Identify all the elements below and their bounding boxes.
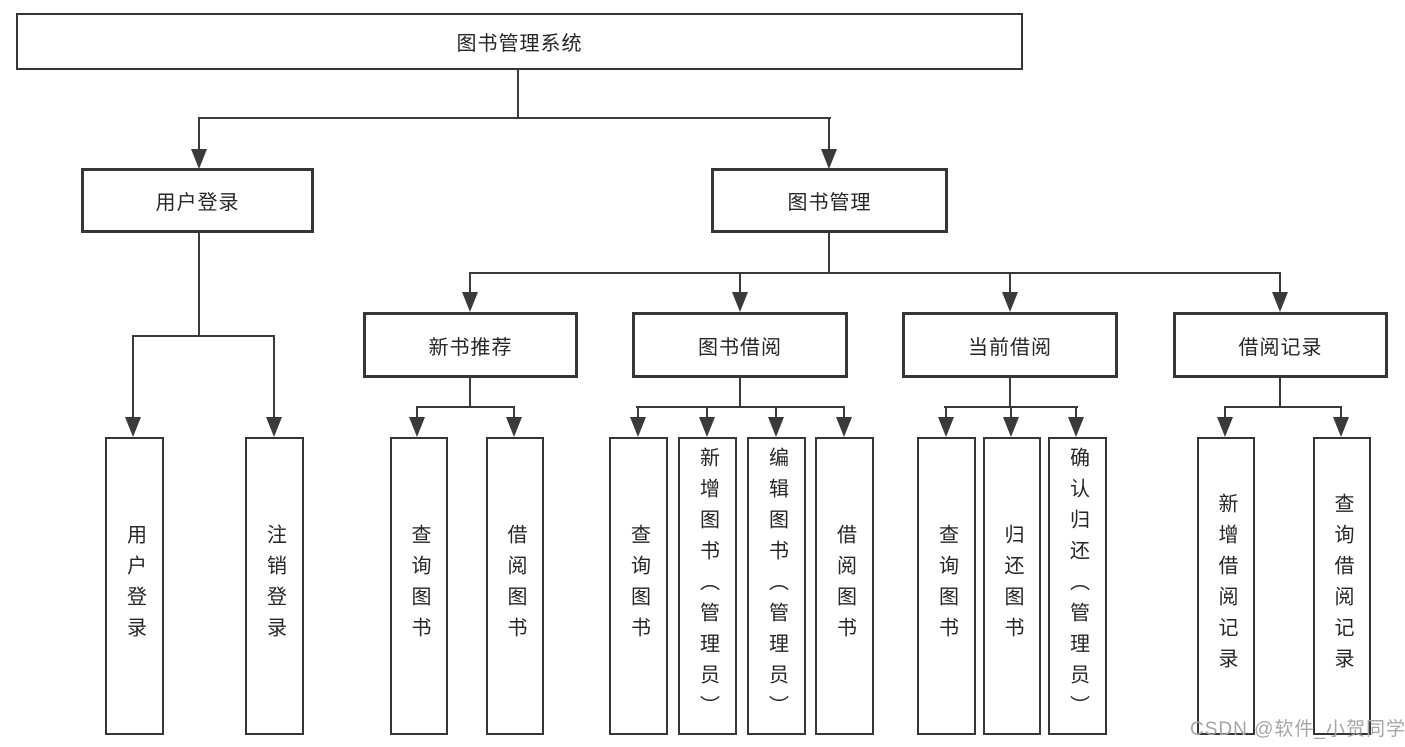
- connector-nbr-split: [416, 406, 515, 408]
- arrow-down-icon: [1003, 417, 1019, 437]
- leaf-logout: 注销登录: [245, 437, 304, 735]
- leaf-bb-edit-books-admin-label: 编辑图书（管理员）: [765, 446, 788, 726]
- arrow-down-icon: [506, 417, 522, 437]
- connector-stem-cb-confirm: [1075, 406, 1077, 419]
- arrow-down-icon: [630, 417, 646, 437]
- leaf-nbr-query-books-label: 查询图书: [408, 524, 430, 648]
- leaf-bb-borrow-books: 借阅图书: [815, 437, 874, 735]
- node-current-borrow-label: 当前借阅: [968, 336, 1052, 359]
- node-book-borrow-label: 图书借阅: [698, 336, 782, 359]
- connector-stem-br-query: [1340, 406, 1342, 419]
- connector-stem-bb-edit: [775, 406, 777, 419]
- arrow-down-icon: [191, 149, 207, 169]
- connector-stem-br-add: [1224, 406, 1226, 419]
- connector-book-mgmt-down: [828, 233, 830, 274]
- node-new-book-rec-label: 新书推荐: [428, 336, 513, 359]
- node-book-borrow: 图书借阅: [632, 312, 848, 378]
- leaf-nbr-query-books: 查询图书: [390, 437, 448, 735]
- arrow-down-icon: [821, 149, 837, 169]
- leaf-nbr-borrow-books: 借阅图书: [486, 437, 544, 735]
- connector-root-down: [517, 69, 519, 119]
- arrow-down-icon: [732, 292, 748, 312]
- leaf-bb-query-books: 查询图书: [609, 437, 668, 735]
- leaf-br-add-record-label: 新增借阅记录: [1215, 493, 1237, 679]
- leaf-br-query-record-label: 查询借阅记录: [1331, 493, 1353, 679]
- arrow-down-icon: [266, 417, 282, 437]
- connector-stem-nbr-query: [416, 406, 418, 419]
- connector-stem-cb-query: [945, 406, 947, 419]
- connector-stem-leaf-user-login: [132, 335, 134, 418]
- leaf-logout-label: 注销登录: [263, 524, 286, 648]
- connector-stem-leaf-logout: [273, 335, 275, 418]
- leaf-br-add-record: 新增借阅记录: [1197, 437, 1255, 735]
- node-user-login-label: 用户登录: [155, 192, 240, 214]
- connector-stem-book-borrow: [739, 272, 741, 293]
- node-user-login: 用户登录: [81, 168, 314, 233]
- node-borrow-records-label: 借阅记录: [1238, 336, 1323, 359]
- arrow-down-icon: [462, 292, 478, 312]
- node-current-borrow: 当前借阅: [902, 312, 1118, 378]
- leaf-bb-edit-books-admin: 编辑图书（管理员）: [747, 437, 806, 735]
- connector-cb-down: [1009, 377, 1011, 408]
- arrow-down-icon: [1217, 417, 1233, 437]
- node-root-label: 图书管理系统: [456, 33, 583, 55]
- leaf-br-query-record: 查询借阅记录: [1313, 437, 1371, 735]
- node-new-book-rec: 新书推荐: [363, 312, 578, 378]
- arrow-down-icon: [1272, 292, 1288, 312]
- csdn-watermark: CSDN @软件_小贺同学: [1190, 719, 1405, 740]
- leaf-cb-return-books-label: 归还图书: [1001, 524, 1023, 648]
- connector-stem-bb-add: [706, 406, 708, 419]
- leaf-bb-add-books-admin: 新增图书（管理员）: [678, 437, 737, 735]
- arrow-down-icon: [409, 417, 425, 437]
- arrow-down-icon: [1333, 417, 1349, 437]
- leaf-bb-query-books-label: 查询图书: [627, 524, 650, 648]
- node-borrow-records: 借阅记录: [1173, 312, 1388, 378]
- connector-stem-borrow-records: [1279, 272, 1281, 293]
- arrow-down-icon: [938, 417, 954, 437]
- arrow-down-icon: [836, 417, 852, 437]
- connector-stem-user-login: [198, 117, 200, 150]
- connector-stem-current-borrow: [1009, 272, 1011, 293]
- leaf-nbr-borrow-books-label: 借阅图书: [504, 524, 526, 648]
- connector-user-login-split: [132, 335, 275, 337]
- connector-stem-new-book-rec: [469, 272, 471, 293]
- leaf-bb-borrow-books-label: 借阅图书: [833, 524, 856, 648]
- leaf-cb-query-books-label: 查询图书: [935, 524, 958, 648]
- connector-nbr-down: [469, 377, 471, 408]
- connector-stem-bb-query: [637, 406, 639, 419]
- connector-stem-cb-return: [1010, 406, 1012, 419]
- connector-user-login-down: [198, 233, 200, 337]
- arrow-down-icon: [699, 417, 715, 437]
- arrow-down-icon: [1068, 417, 1084, 437]
- connector-stem-bb-borrow: [843, 406, 845, 419]
- connector-br-down: [1279, 377, 1281, 408]
- arrow-down-icon: [1002, 292, 1018, 312]
- leaf-cb-confirm-return-admin-label: 确认归还（管理员）: [1066, 446, 1089, 726]
- leaf-user-login: 用户登录: [105, 437, 164, 735]
- leaf-cb-query-books: 查询图书: [917, 437, 976, 735]
- connector-stem-nbr-borrow: [513, 406, 515, 419]
- node-book-mgmt-label: 图书管理: [787, 192, 872, 214]
- arrow-down-icon: [125, 417, 141, 437]
- node-root: 图书管理系统: [16, 13, 1023, 70]
- node-book-mgmt: 图书管理: [711, 168, 948, 233]
- arrow-down-icon: [768, 417, 784, 437]
- connector-level2-split: [198, 117, 831, 119]
- connector-bb-split: [636, 406, 845, 408]
- leaf-bb-add-books-admin-label: 新增图书（管理员）: [696, 446, 719, 726]
- connector-br-split: [1224, 406, 1342, 408]
- leaf-cb-return-books: 归还图书: [983, 437, 1041, 735]
- connector-bb-down: [739, 377, 741, 408]
- leaf-user-login-label: 用户登录: [123, 524, 146, 648]
- connector-stem-book-mgmt: [828, 117, 830, 150]
- connector-level3-split: [469, 272, 1281, 274]
- leaf-cb-confirm-return-admin: 确认归还（管理员）: [1048, 437, 1107, 735]
